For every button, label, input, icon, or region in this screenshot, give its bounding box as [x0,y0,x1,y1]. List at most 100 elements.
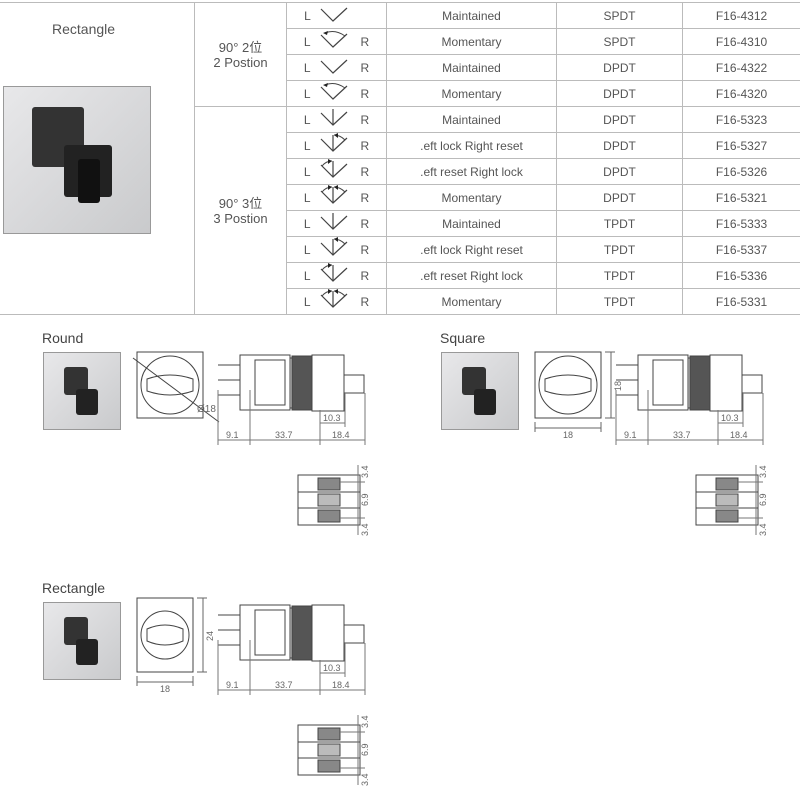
dimension-lines [615,390,764,445]
contact-type: DPDT [556,106,683,133]
left-label: L [303,86,311,101]
dim-6-9: 6.9 [360,493,370,506]
section-title: Square [440,330,486,346]
part-number: F16-5337 [682,236,800,263]
operation-type: Momentary [386,288,557,315]
dim-33-7: 33.7 [275,430,293,440]
product-photo [43,602,121,680]
part-number: F16-5323 [682,106,800,133]
switch-symbol-icon [311,159,361,184]
contact-type: TPDT [556,262,683,289]
operation-type: Maintained [386,54,557,81]
part-number: F16-5321 [682,184,800,211]
switch-symbol-icon [311,185,361,210]
operation-type: .eft reset Right lock [386,158,557,185]
switch-symbol-icon [311,212,361,236]
angle-label: 90° 2位 [218,39,263,55]
dim-18-4: 18.4 [332,430,350,440]
contact-type: DPDT [556,80,683,107]
switch-symbol-icon [311,263,361,288]
right-label: R [360,34,370,49]
switch-symbol-icon [311,82,361,106]
dim-3-4-top: 3.4 [758,465,768,478]
right-label: R [360,216,370,231]
right-label: R [360,164,370,179]
technical-drawing [136,597,366,785]
operation-type: Momentary [386,184,557,211]
section-title: Round [42,330,84,346]
operation-type: .eft reset Right lock [386,262,557,289]
part-number: F16-4322 [682,54,800,81]
contact-type: SPDT [556,28,683,55]
height-dimension: 24 [205,630,215,641]
contact-type: TPDT [556,210,683,237]
width-dimension: 18 [160,684,171,694]
left-label: L [303,190,311,205]
left-label: L [303,294,311,309]
bottom-view [695,465,763,535]
dim-9-1: 9.1 [226,430,239,440]
dimension-lines [217,640,366,695]
part-number: F16-4310 [682,28,800,55]
switch-symbol-icon [311,30,361,54]
left-label: L [303,268,311,283]
right-label: R [360,268,370,283]
dim-9-1: 9.1 [226,680,239,690]
dim-10-3: 10.3 [323,663,341,673]
diameter-dimension: Ø18 [197,404,216,415]
contact-type: DPDT [556,158,683,185]
right-label: R [360,60,370,75]
side-view [218,354,365,412]
operation-type: .eft lock Right reset [386,132,557,159]
dim-10-3: 10.3 [323,413,341,423]
operation-type: Momentary [386,80,557,107]
dim-18-4: 18.4 [730,430,748,440]
switch-symbol-icon [311,108,361,132]
product-photo [3,86,151,234]
part-number: F16-5326 [682,158,800,185]
right-label: R [360,138,370,153]
bottom-view [297,465,365,535]
part-number: F16-5333 [682,210,800,237]
left-label: L [303,138,311,153]
part-number: F16-4320 [682,80,800,107]
product-photo [43,352,121,430]
left-label: L [303,60,311,75]
positions-label: 3 Postion [213,210,268,226]
dim-6-9: 6.9 [758,493,768,506]
dim-9-1: 9.1 [624,430,637,440]
left-label: L [303,112,311,127]
shape-cell: Rectangle [0,2,195,315]
contact-type: DPDT [556,184,683,211]
right-label: R [360,294,370,309]
dim-3-4-top: 3.4 [360,465,370,478]
right-label: R [360,190,370,205]
left-label: L [303,242,311,257]
left-label: L [303,216,311,231]
technical-drawing [534,351,764,535]
bottom-view [297,715,365,785]
section-title: Rectangle [42,580,106,596]
side-view [616,354,763,412]
dimension-lines [217,390,366,445]
dimension-drawing-round: Round Ø18 9.1 33.7 18.4 10.3 3.4 6.9 3.4 [40,330,420,580]
part-number: F16-5331 [682,288,800,315]
